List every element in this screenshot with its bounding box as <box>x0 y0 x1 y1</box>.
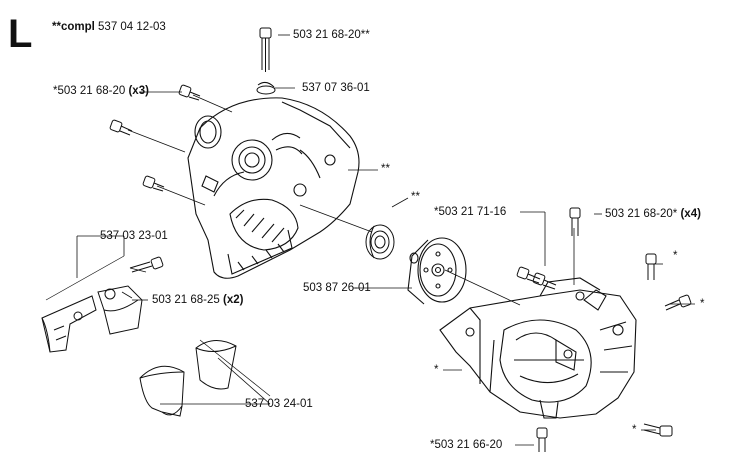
screw-x3-upper <box>178 84 201 101</box>
screw-x3-lower <box>142 175 165 192</box>
screw-top <box>259 27 272 72</box>
label-screw-x4: 503 21 68-20* (x4) <box>605 208 701 221</box>
label-star-d: * <box>632 424 637 436</box>
label-screw-x2-qty: (x2) <box>223 294 244 306</box>
label-star-c: * <box>434 364 439 376</box>
kit-label: **compl 537 04 12-03 <box>52 21 166 34</box>
bracket-lower-left <box>139 365 185 417</box>
label-screw-x3-number: *503 21 68-20 <box>53 85 126 97</box>
label-clip: 537 07 36-01 <box>302 82 370 94</box>
label-screw-x4-qty: (x4) <box>680 208 701 220</box>
label-screw-x3: *503 21 68-20 (x3) <box>53 85 149 98</box>
screw-x2 <box>129 256 164 273</box>
screw-x3-mid <box>109 119 133 136</box>
screw-x4 <box>569 207 581 236</box>
clutch-drum <box>407 237 467 305</box>
label-screw-bottom: *503 21 66-20 <box>430 439 503 451</box>
crankcase-half <box>187 97 360 279</box>
bracket-upper-right <box>97 285 143 335</box>
label-star-a: * <box>673 250 678 262</box>
label-bearing-ref: ** <box>411 191 420 203</box>
screw-star-d <box>643 423 673 437</box>
label-crankcase-ref: ** <box>381 163 390 175</box>
label-screw-x2: 503 21 68-25 (x2) <box>152 294 243 307</box>
leader-lines <box>76 34 695 446</box>
clip-ring <box>256 81 276 95</box>
label-screw-x3-qty: (x3) <box>128 85 149 97</box>
label-screw-top: 503 21 68-20** <box>293 29 370 41</box>
screw-7116-b <box>532 272 557 290</box>
label-bracket-upper: 537 03 23-01 <box>100 230 168 242</box>
label-screw-7116: *503 21 71-16 <box>434 206 507 218</box>
label-bracket-lower: 537 03 24-01 <box>245 398 313 410</box>
clutch-housing <box>439 277 637 419</box>
screw-star-a <box>645 253 657 280</box>
label-clutch-drum: 503 87 26-01 <box>303 282 371 294</box>
bracket-lower-right <box>195 340 237 390</box>
bearing <box>365 224 395 260</box>
label-star-b: * <box>700 298 705 310</box>
bracket-outline-frame <box>45 255 271 397</box>
label-screw-x2-number: 503 21 68-25 <box>152 294 220 306</box>
screw-bottom <box>536 427 548 452</box>
screw-star-b <box>664 294 692 311</box>
kit-prefix: **compl <box>52 21 95 33</box>
bracket-upper-left <box>41 295 97 353</box>
section-letter: L <box>8 12 33 56</box>
label-screw-x4-number: 503 21 68-20* <box>605 208 678 220</box>
kit-number: 537 04 12-03 <box>98 21 166 33</box>
screw-7116-a <box>516 266 541 284</box>
